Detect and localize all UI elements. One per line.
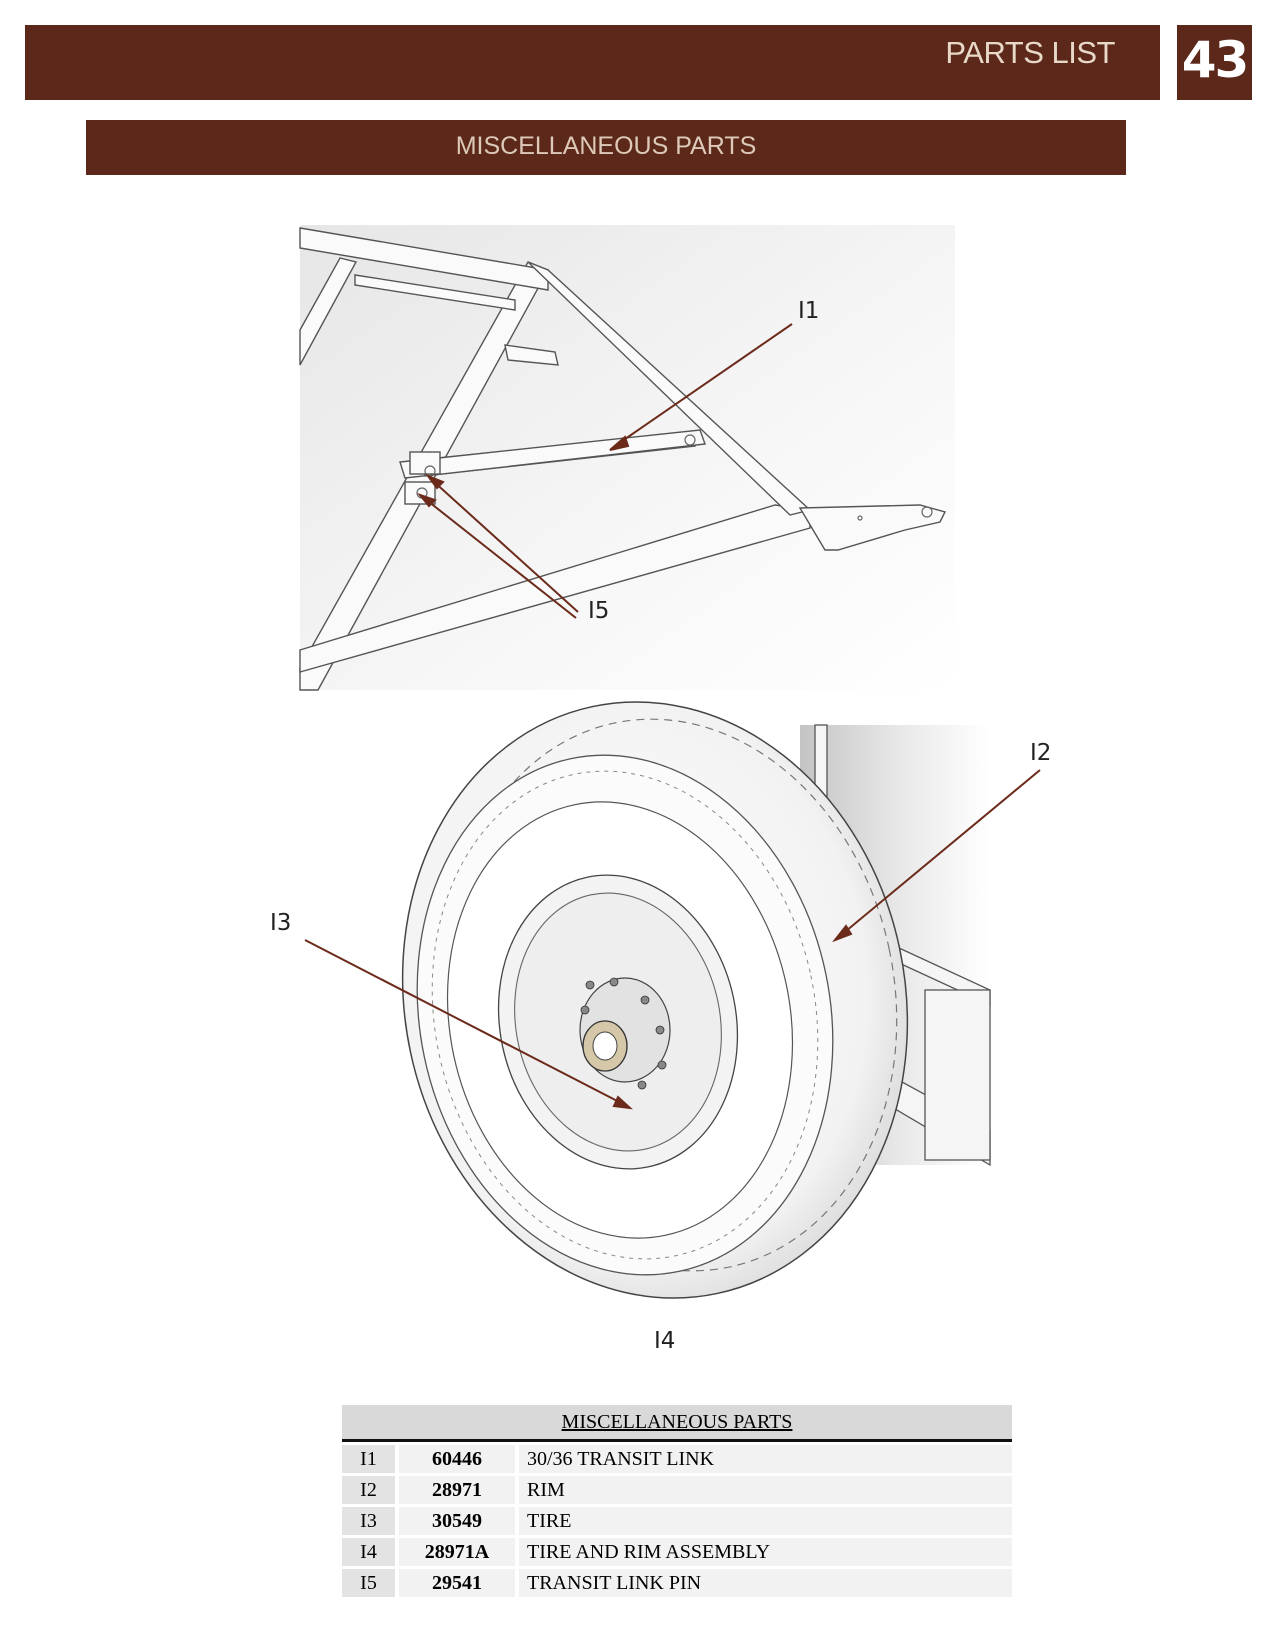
part-description: 30/36 TRANSIT LINK — [519, 1445, 1012, 1473]
item-id: I4 — [342, 1538, 395, 1566]
part-number: 30549 — [399, 1507, 515, 1535]
item-id: I5 — [342, 1569, 395, 1597]
parts-table: MISCELLANEOUS PARTS I1 60446 30/36 TRANS… — [342, 1405, 1012, 1597]
parts-table-title: MISCELLANEOUS PARTS — [561, 1411, 793, 1433]
table-row: I4 28971A TIRE AND RIM ASSEMBLY — [342, 1538, 1012, 1566]
part-number: 60446 — [399, 1445, 515, 1473]
item-id: I3 — [342, 1507, 395, 1535]
table-row: I1 60446 30/36 TRANSIT LINK — [342, 1445, 1012, 1473]
part-description: RIM — [519, 1476, 1012, 1504]
table-row: I5 29541 TRANSIT LINK PIN — [342, 1569, 1012, 1597]
part-number: 29541 — [399, 1569, 515, 1597]
page-number-box: 43 — [1177, 25, 1252, 100]
header-title: PARTS LIST — [945, 35, 1115, 70]
callout-i3: I3 — [270, 910, 292, 936]
part-description: TIRE AND RIM ASSEMBLY — [519, 1538, 1012, 1566]
header-bar: PARTS LIST — [25, 25, 1160, 100]
callout-i4: I4 — [654, 1328, 676, 1354]
callout-i5: I5 — [588, 598, 610, 624]
callout-i2: I2 — [1030, 740, 1052, 766]
part-description: TRANSIT LINK PIN — [519, 1569, 1012, 1597]
section-bar: MISCELLANEOUS PARTS — [86, 120, 1126, 175]
part-number: 28971 — [399, 1476, 515, 1504]
part-number: 28971A — [399, 1538, 515, 1566]
parts-table-header: MISCELLANEOUS PARTS — [342, 1405, 1012, 1442]
table-row: I3 30549 TIRE — [342, 1507, 1012, 1535]
table-row: I2 28971 RIM — [342, 1476, 1012, 1504]
part-description: TIRE — [519, 1507, 1012, 1535]
callout-i1: I1 — [798, 298, 820, 324]
page-number: 43 — [1181, 31, 1250, 89]
item-id: I1 — [342, 1445, 395, 1473]
item-id: I2 — [342, 1476, 395, 1504]
section-title: MISCELLANEOUS PARTS — [455, 132, 757, 160]
